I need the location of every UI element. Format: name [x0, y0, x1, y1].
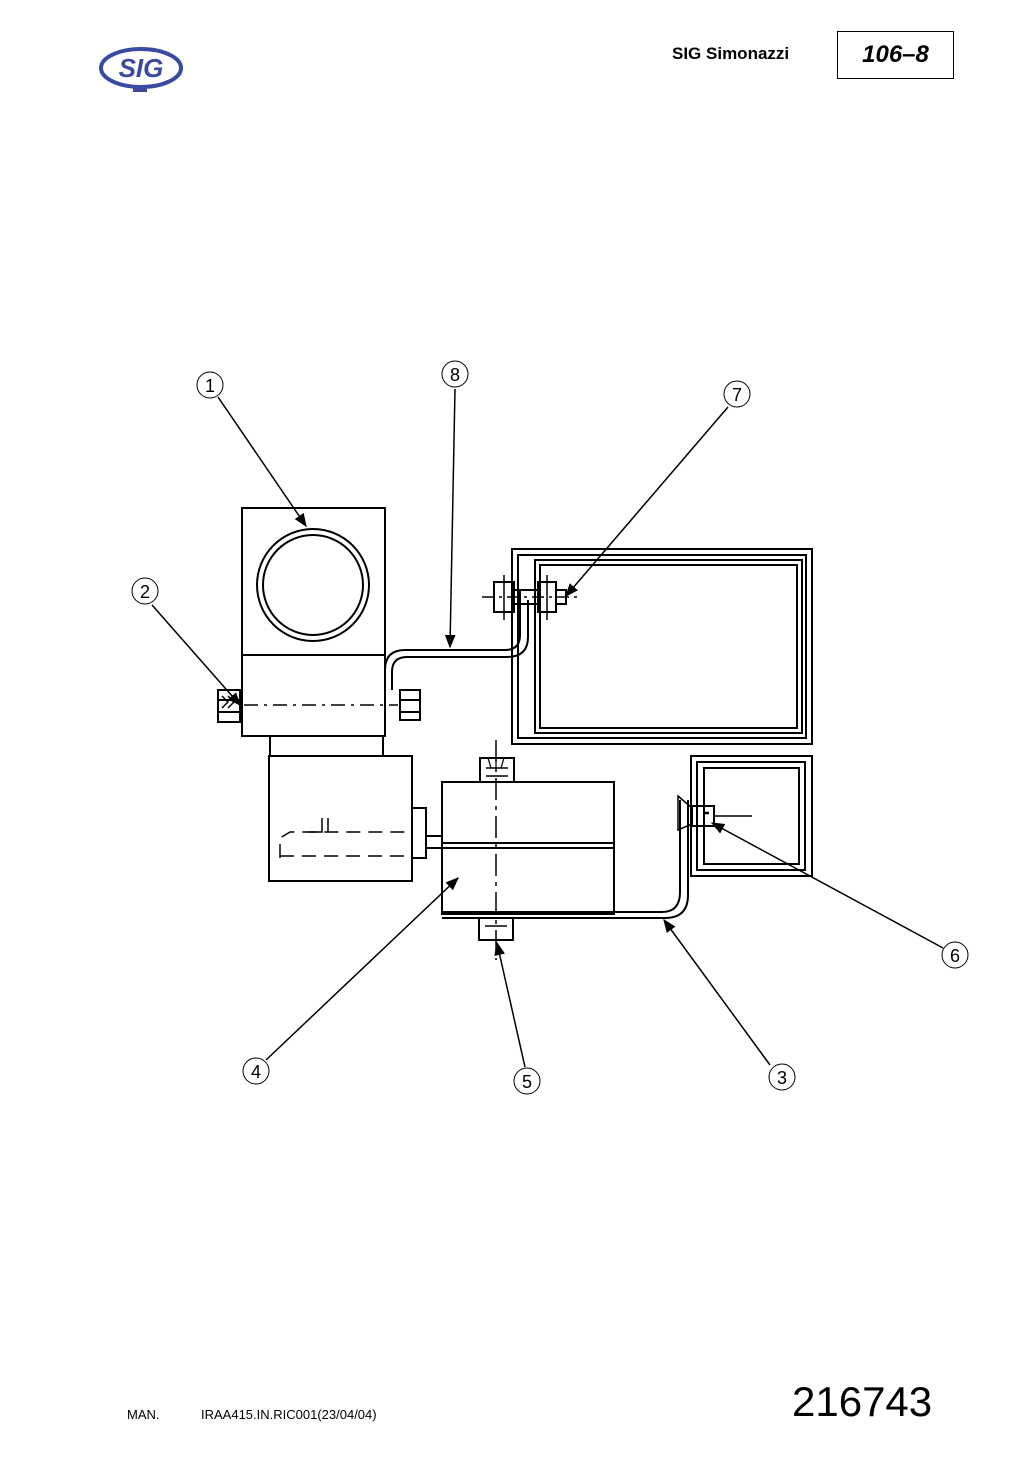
circular-bore [256, 528, 370, 642]
callout-7-circle [723, 380, 751, 408]
footer-doc-ref: IRAA415.IN.RIC001(23/04/04) [201, 1407, 377, 1422]
lower-left-block [268, 755, 413, 882]
page-code-box: 106–8 [837, 31, 954, 79]
callout-5: 5 [522, 1072, 532, 1092]
upper-right-frame [511, 548, 813, 745]
callout-2-circle [131, 577, 159, 605]
callout-8-circle [441, 360, 469, 388]
top-screw [479, 757, 515, 783]
upper-left-block [241, 507, 386, 737]
bracket-8 [384, 590, 521, 690]
callout-4-circle [242, 1057, 270, 1085]
callout-7: 7 [732, 385, 742, 405]
company-name: SIG Simonazzi [672, 44, 790, 63]
callout-3-circle [768, 1063, 796, 1091]
footer-man-label: MAN. [127, 1407, 160, 1422]
callout-4: 4 [251, 1062, 261, 1082]
callout-1: 1 [205, 376, 215, 396]
callout-8: 8 [450, 365, 460, 385]
svg-text:SIG: SIG [119, 53, 164, 83]
callout-5-circle [513, 1067, 541, 1095]
page-code: 106–8 [862, 41, 929, 68]
callout-2: 2 [140, 582, 150, 602]
sig-logo: SIG [99, 47, 183, 92]
callout-6: 6 [950, 946, 960, 966]
drawing-number: 216743 [792, 1378, 933, 1425]
callout-6-circle [941, 941, 969, 969]
upper-block-nut [399, 689, 421, 721]
bracket-3 [442, 800, 681, 913]
callout-3: 3 [777, 1068, 787, 1088]
callout-1-circle [196, 371, 224, 399]
